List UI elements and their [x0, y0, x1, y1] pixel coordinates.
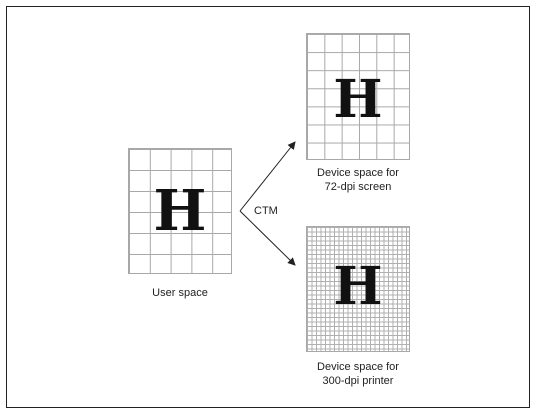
screen-space-grid: H: [306, 33, 410, 160]
printer-space-caption-line2: 300-dpi printer: [322, 375, 394, 387]
printer-space-glyph: H: [333, 256, 383, 317]
figure-frame: [6, 6, 530, 408]
printer-space-caption: Device space for 300-dpi printer: [296, 360, 420, 388]
screen-space-caption: Device space for 72-dpi screen: [306, 166, 410, 194]
user-space-caption: User space: [152, 287, 208, 299]
user-space-grid: H: [128, 148, 232, 274]
screen-space-caption-line1: Device space for: [317, 167, 399, 179]
printer-space-caption-line1: Device space for: [317, 361, 399, 373]
user-space-glyph: H: [153, 178, 207, 244]
screen-space-caption-line2: 72-dpi screen: [324, 181, 392, 193]
arrow-to-printer: [239, 210, 296, 266]
arrow-to-screen: [239, 141, 296, 212]
screen-space-glyph: H: [333, 69, 383, 130]
ctm-label: CTM: [254, 205, 278, 217]
printer-space-grid: H: [306, 226, 410, 352]
